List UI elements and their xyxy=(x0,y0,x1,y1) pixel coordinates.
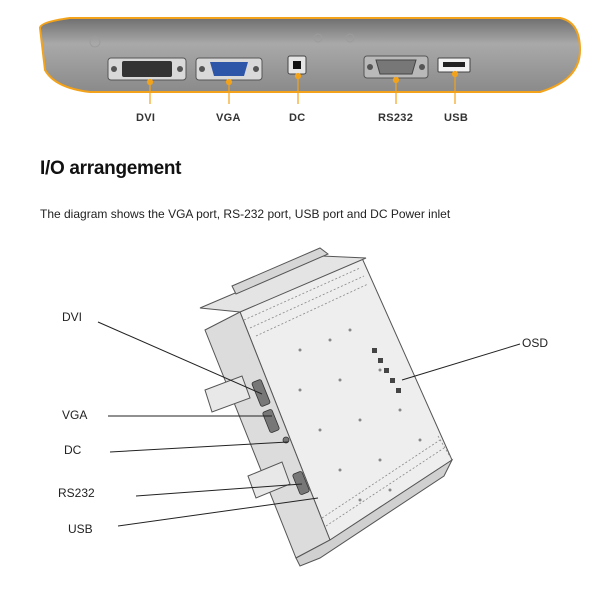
callout-usb: USB xyxy=(68,522,93,536)
mark-icon-2 xyxy=(313,33,323,43)
port-panel-graphic xyxy=(38,17,582,104)
dc-port-icon xyxy=(287,55,307,75)
port-label-dvi: DVI xyxy=(136,112,156,124)
callout-rs232: RS232 xyxy=(58,486,95,500)
power-mark-icon xyxy=(89,36,101,48)
device-drawing xyxy=(97,247,521,567)
side-dvi-connector xyxy=(251,379,271,407)
osd-buttons xyxy=(372,348,401,393)
callout-osd: OSD xyxy=(522,336,549,350)
port-label-usb: USB xyxy=(444,112,469,124)
callout-vga: VGA xyxy=(62,408,88,422)
port-label-rs232: RS232 xyxy=(378,112,414,124)
usb-port-icon xyxy=(437,57,471,73)
callout-dc: DC xyxy=(64,443,82,457)
mount-bracket xyxy=(204,375,251,413)
vent-rows xyxy=(243,267,453,527)
rs232-port-icon xyxy=(363,55,429,79)
screw-holes xyxy=(298,328,422,502)
port-label-dc: DC xyxy=(289,112,306,124)
port-label-vga: VGA xyxy=(216,112,241,124)
vga-port-icon xyxy=(195,57,263,81)
device-diagram: DVI VGA DC RS232 USB OSD xyxy=(0,240,600,600)
port-callout-lines xyxy=(146,70,459,104)
side-dc-connector xyxy=(282,436,290,444)
section-heading: I/O arrangement xyxy=(40,158,182,179)
port-panel: DVI VGA DC RS232 USB xyxy=(0,0,600,140)
mark-icon-3 xyxy=(345,33,355,43)
side-vga-connector xyxy=(262,409,280,433)
callout-dvi: DVI xyxy=(62,310,83,324)
section-caption: The diagram shows the VGA port, RS-232 p… xyxy=(40,207,451,221)
dvi-port-icon xyxy=(107,57,187,81)
panel-body xyxy=(38,17,582,93)
callout-lines xyxy=(97,321,521,527)
side-connectors xyxy=(251,379,310,495)
